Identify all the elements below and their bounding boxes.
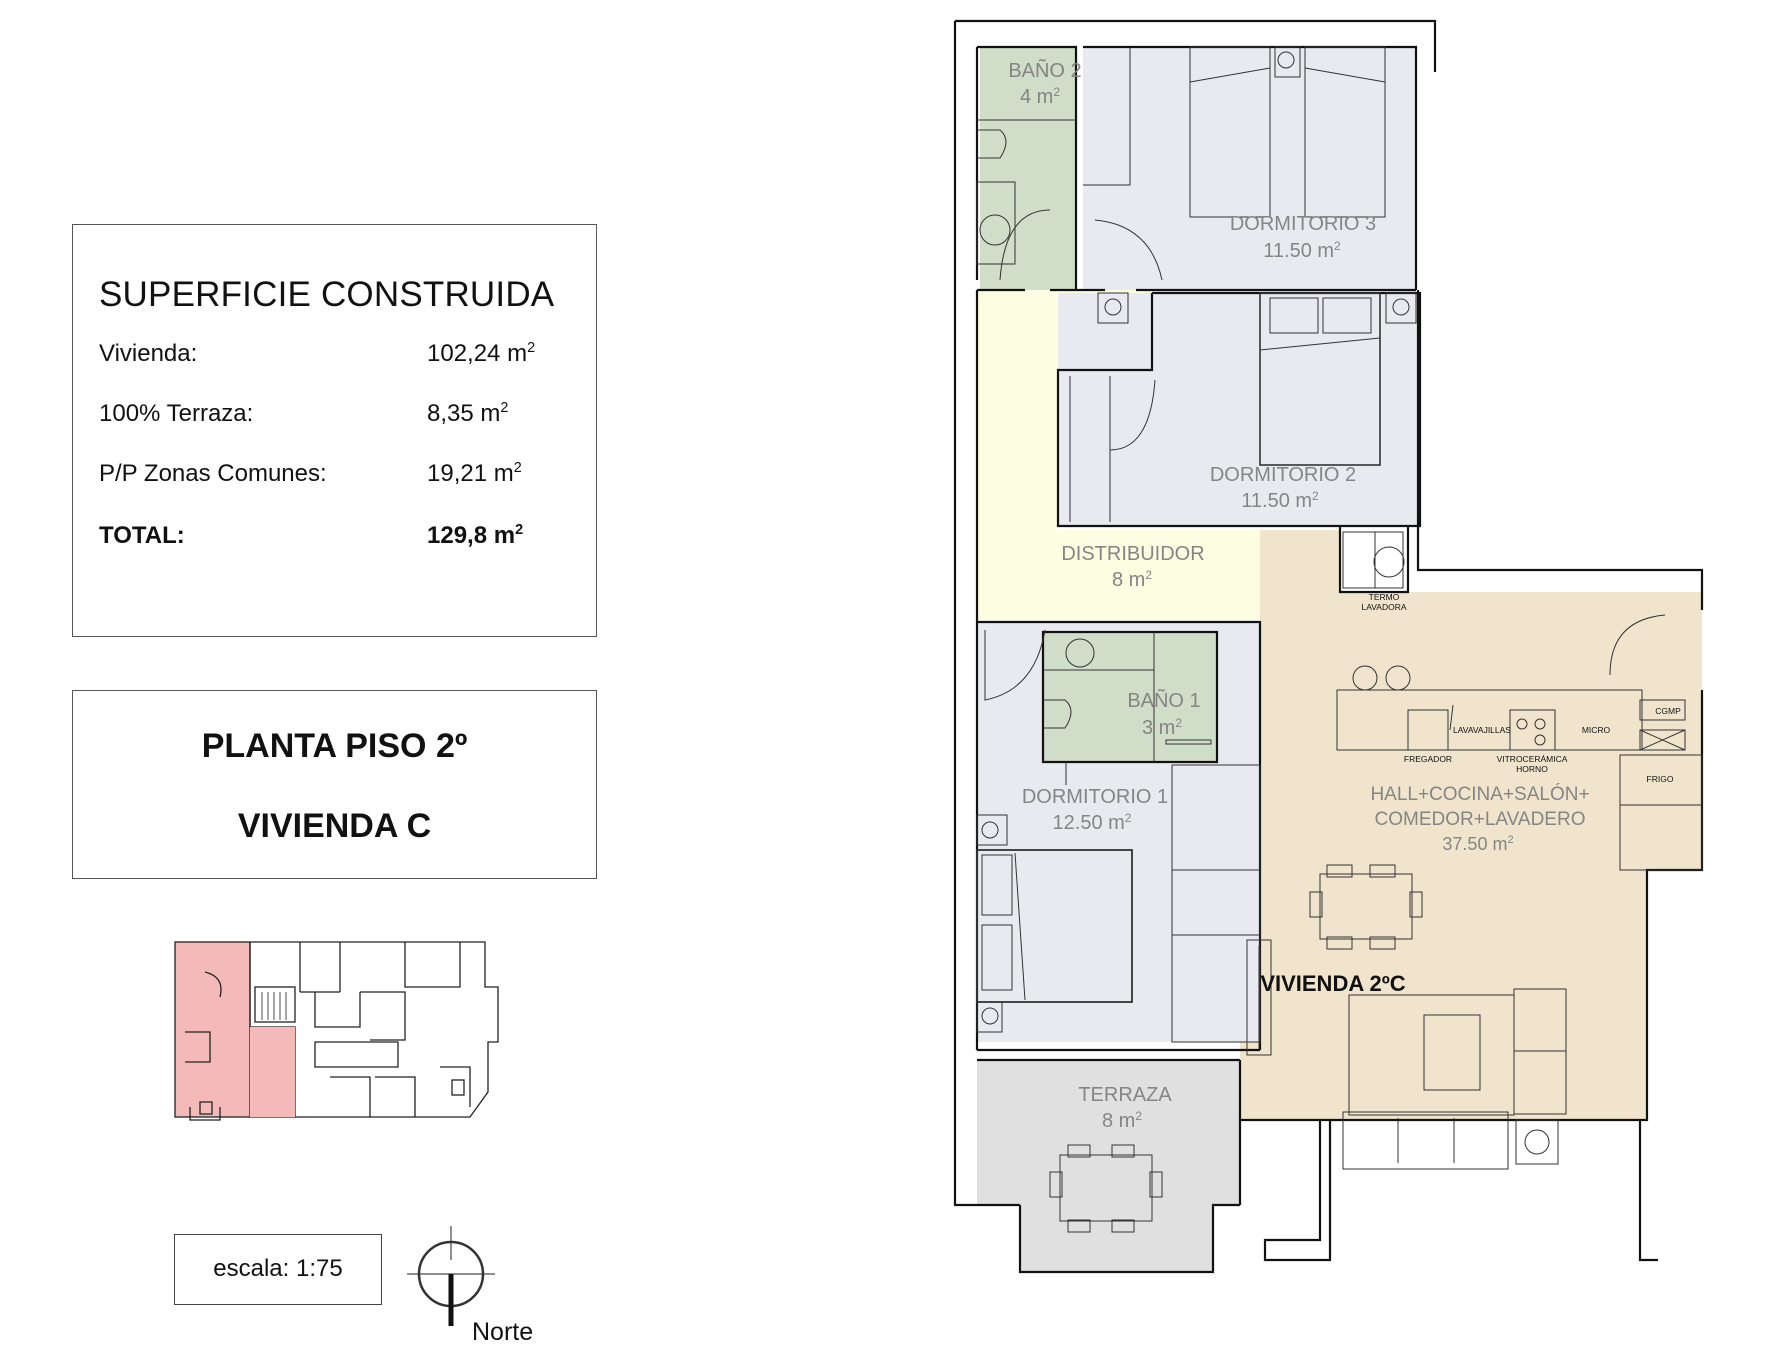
label-cgmp: CGMP <box>1655 706 1681 716</box>
row-label: TOTAL: <box>99 522 185 549</box>
label-frigo: FRIGO <box>1647 774 1674 784</box>
row-value: 19,21 m2 <box>427 460 522 487</box>
room-label-dorm1: DORMITORIO 1 <box>1022 786 1168 808</box>
label-termo: TERMO <box>1369 592 1400 602</box>
room-area-salon: 37.50 m2 <box>1442 834 1513 854</box>
room-label-salon-2: COMEDOR+LAVADERO <box>1375 809 1586 830</box>
north-arrow-icon <box>407 1226 495 1326</box>
room-fill-salon <box>1240 530 1702 1120</box>
label-vitroceramica: VITROCERÁMICA <box>1497 754 1568 764</box>
label-fregador: FREGADOR <box>1404 754 1452 764</box>
scale-label: escala: 1:75 <box>213 1255 343 1282</box>
label-lavavajillas: LAVAVAJILLAS <box>1453 725 1511 735</box>
row-value: 129,8 m2 <box>427 522 524 549</box>
unit-label: VIVIENDA 2ºC <box>1260 971 1405 996</box>
room-label-dorm3: DORMITORIO 3 <box>1230 213 1376 235</box>
fixture-labels: TERMO LAVADORA CGMP LAVAVAJILLAS MICRO F… <box>1361 592 1681 784</box>
label-micro: MICRO <box>1582 725 1611 735</box>
surface-area-table: SUPERFICIE CONSTRUIDA Vivienda: 102,24 m… <box>72 224 597 637</box>
room-fill-dorm3 <box>1083 47 1416 290</box>
plan-title: PLANTA PISO 2º <box>201 727 468 765</box>
room-fills <box>977 47 1702 1272</box>
room-label-bano1: BAÑO 1 <box>1127 688 1200 712</box>
floor-plan: BAÑO 2 4 m2 DORMITORIO 3 11.50 m2 DORMIT… <box>953 19 1704 1274</box>
room-label-salon-1: HALL+COCINA+SALÓN+ <box>1370 783 1589 805</box>
row-label: Vivienda: <box>99 340 198 367</box>
row-label: 100% Terraza: <box>99 400 254 427</box>
room-area-distribuidor: 8 m2 <box>1112 568 1152 591</box>
room-label-dorm2: DORMITORIO 2 <box>1210 464 1356 486</box>
surface-title: SUPERFICIE CONSTRUIDA <box>99 275 555 314</box>
furniture <box>976 46 1703 1233</box>
room-label-terraza: TERRAZA <box>1078 1084 1172 1106</box>
room-fill-terraza <box>977 1060 1240 1272</box>
room-fill-dorm2 <box>1058 293 1420 526</box>
room-area-dorm2: 11.50 m2 <box>1241 489 1319 512</box>
room-label-bano2: BAÑO 2 <box>1008 58 1081 82</box>
room-area-bano2: 4 m2 <box>1020 85 1060 108</box>
title-block: PLANTA PISO 2º VIVIENDA C <box>72 690 597 879</box>
north-label: Norte <box>472 1318 534 1346</box>
key-plan <box>174 941 499 1121</box>
room-area-bano1: 3 m2 <box>1142 716 1182 739</box>
label-lavadora: LAVADORA <box>1361 602 1406 612</box>
room-area-dorm3: 11.50 m2 <box>1263 239 1341 262</box>
room-fill-bano2 <box>980 47 1076 290</box>
row-label: P/P Zonas Comunes: <box>99 460 327 487</box>
room-label-distribuidor: DISTRIBUIDOR <box>1061 543 1204 565</box>
room-labels: BAÑO 2 4 m2 DORMITORIO 3 11.50 m2 DORMIT… <box>1008 58 1589 1132</box>
room-area-terraza: 8 m2 <box>1102 1109 1142 1132</box>
unit-title: VIVIENDA C <box>237 807 432 845</box>
row-value: 8,35 m2 <box>427 400 509 427</box>
scale-box: escala: 1:75 <box>174 1234 382 1305</box>
row-value: 102,24 m2 <box>427 340 536 367</box>
label-horno: HORNO <box>1516 764 1548 774</box>
room-area-dorm1: 12.50 m2 <box>1053 811 1132 834</box>
room-fill-distribuidor <box>977 290 1260 620</box>
